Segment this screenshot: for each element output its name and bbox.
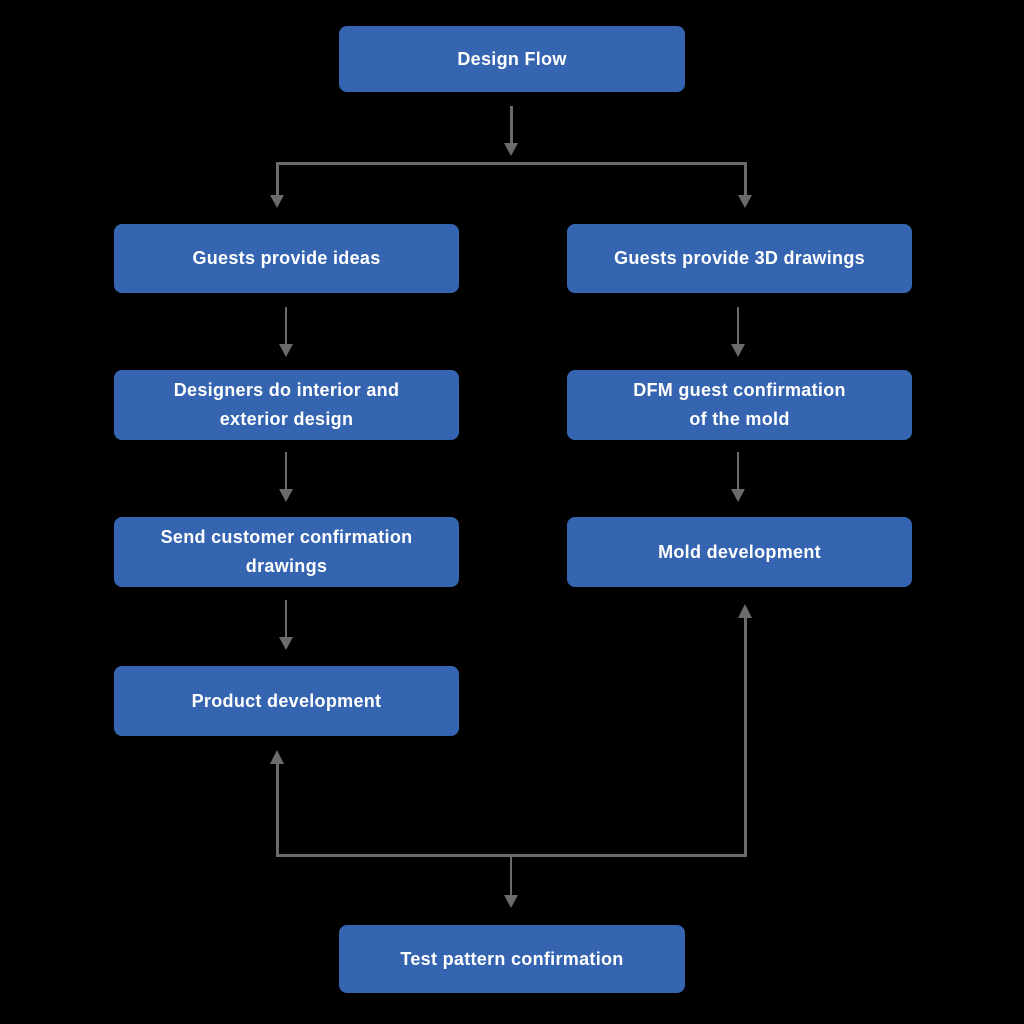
arrowhead-down-icon: [504, 895, 518, 908]
connector-line: [510, 106, 513, 143]
connector-line: [285, 600, 287, 638]
arrowhead-down-icon: [279, 489, 293, 502]
arrowhead-up-icon: [270, 750, 284, 764]
arrowhead-down-icon: [279, 637, 293, 650]
node-guests-provide-3d-drawings: Guests provide 3D drawings: [567, 224, 912, 293]
arrowhead-down-icon: [270, 195, 284, 208]
connector-line: [744, 618, 747, 854]
connector-line: [285, 452, 287, 490]
node-product-development: Product development: [114, 666, 459, 736]
node-guests-provide-ideas: Guests provide ideas: [114, 224, 459, 293]
node-send-customer-confirmation: Send customer confirmation drawings: [114, 517, 459, 587]
arrowhead-down-icon: [731, 489, 745, 502]
connector-line: [737, 452, 739, 490]
arrowhead-down-icon: [504, 143, 518, 156]
connector-line: [510, 857, 512, 896]
connector-line: [737, 307, 739, 345]
node-test-pattern-confirmation: Test pattern confirmation: [339, 925, 685, 993]
connector-line: [276, 764, 279, 854]
connector-line: [285, 307, 287, 345]
node-mold-development: Mold development: [567, 517, 912, 587]
arrowhead-up-icon: [738, 604, 752, 618]
connector-line: [276, 162, 747, 165]
arrowhead-down-icon: [738, 195, 752, 208]
connector-line: [744, 162, 747, 195]
connector-line: [276, 162, 279, 195]
connector-line: [276, 854, 747, 857]
node-designers-interior-exterior: Designers do interior and exterior desig…: [114, 370, 459, 440]
arrowhead-down-icon: [731, 344, 745, 357]
arrowhead-down-icon: [279, 344, 293, 357]
node-design-flow: Design Flow: [339, 26, 685, 92]
node-dfm-guest-confirmation: DFM guest confirmation of the mold: [567, 370, 912, 440]
